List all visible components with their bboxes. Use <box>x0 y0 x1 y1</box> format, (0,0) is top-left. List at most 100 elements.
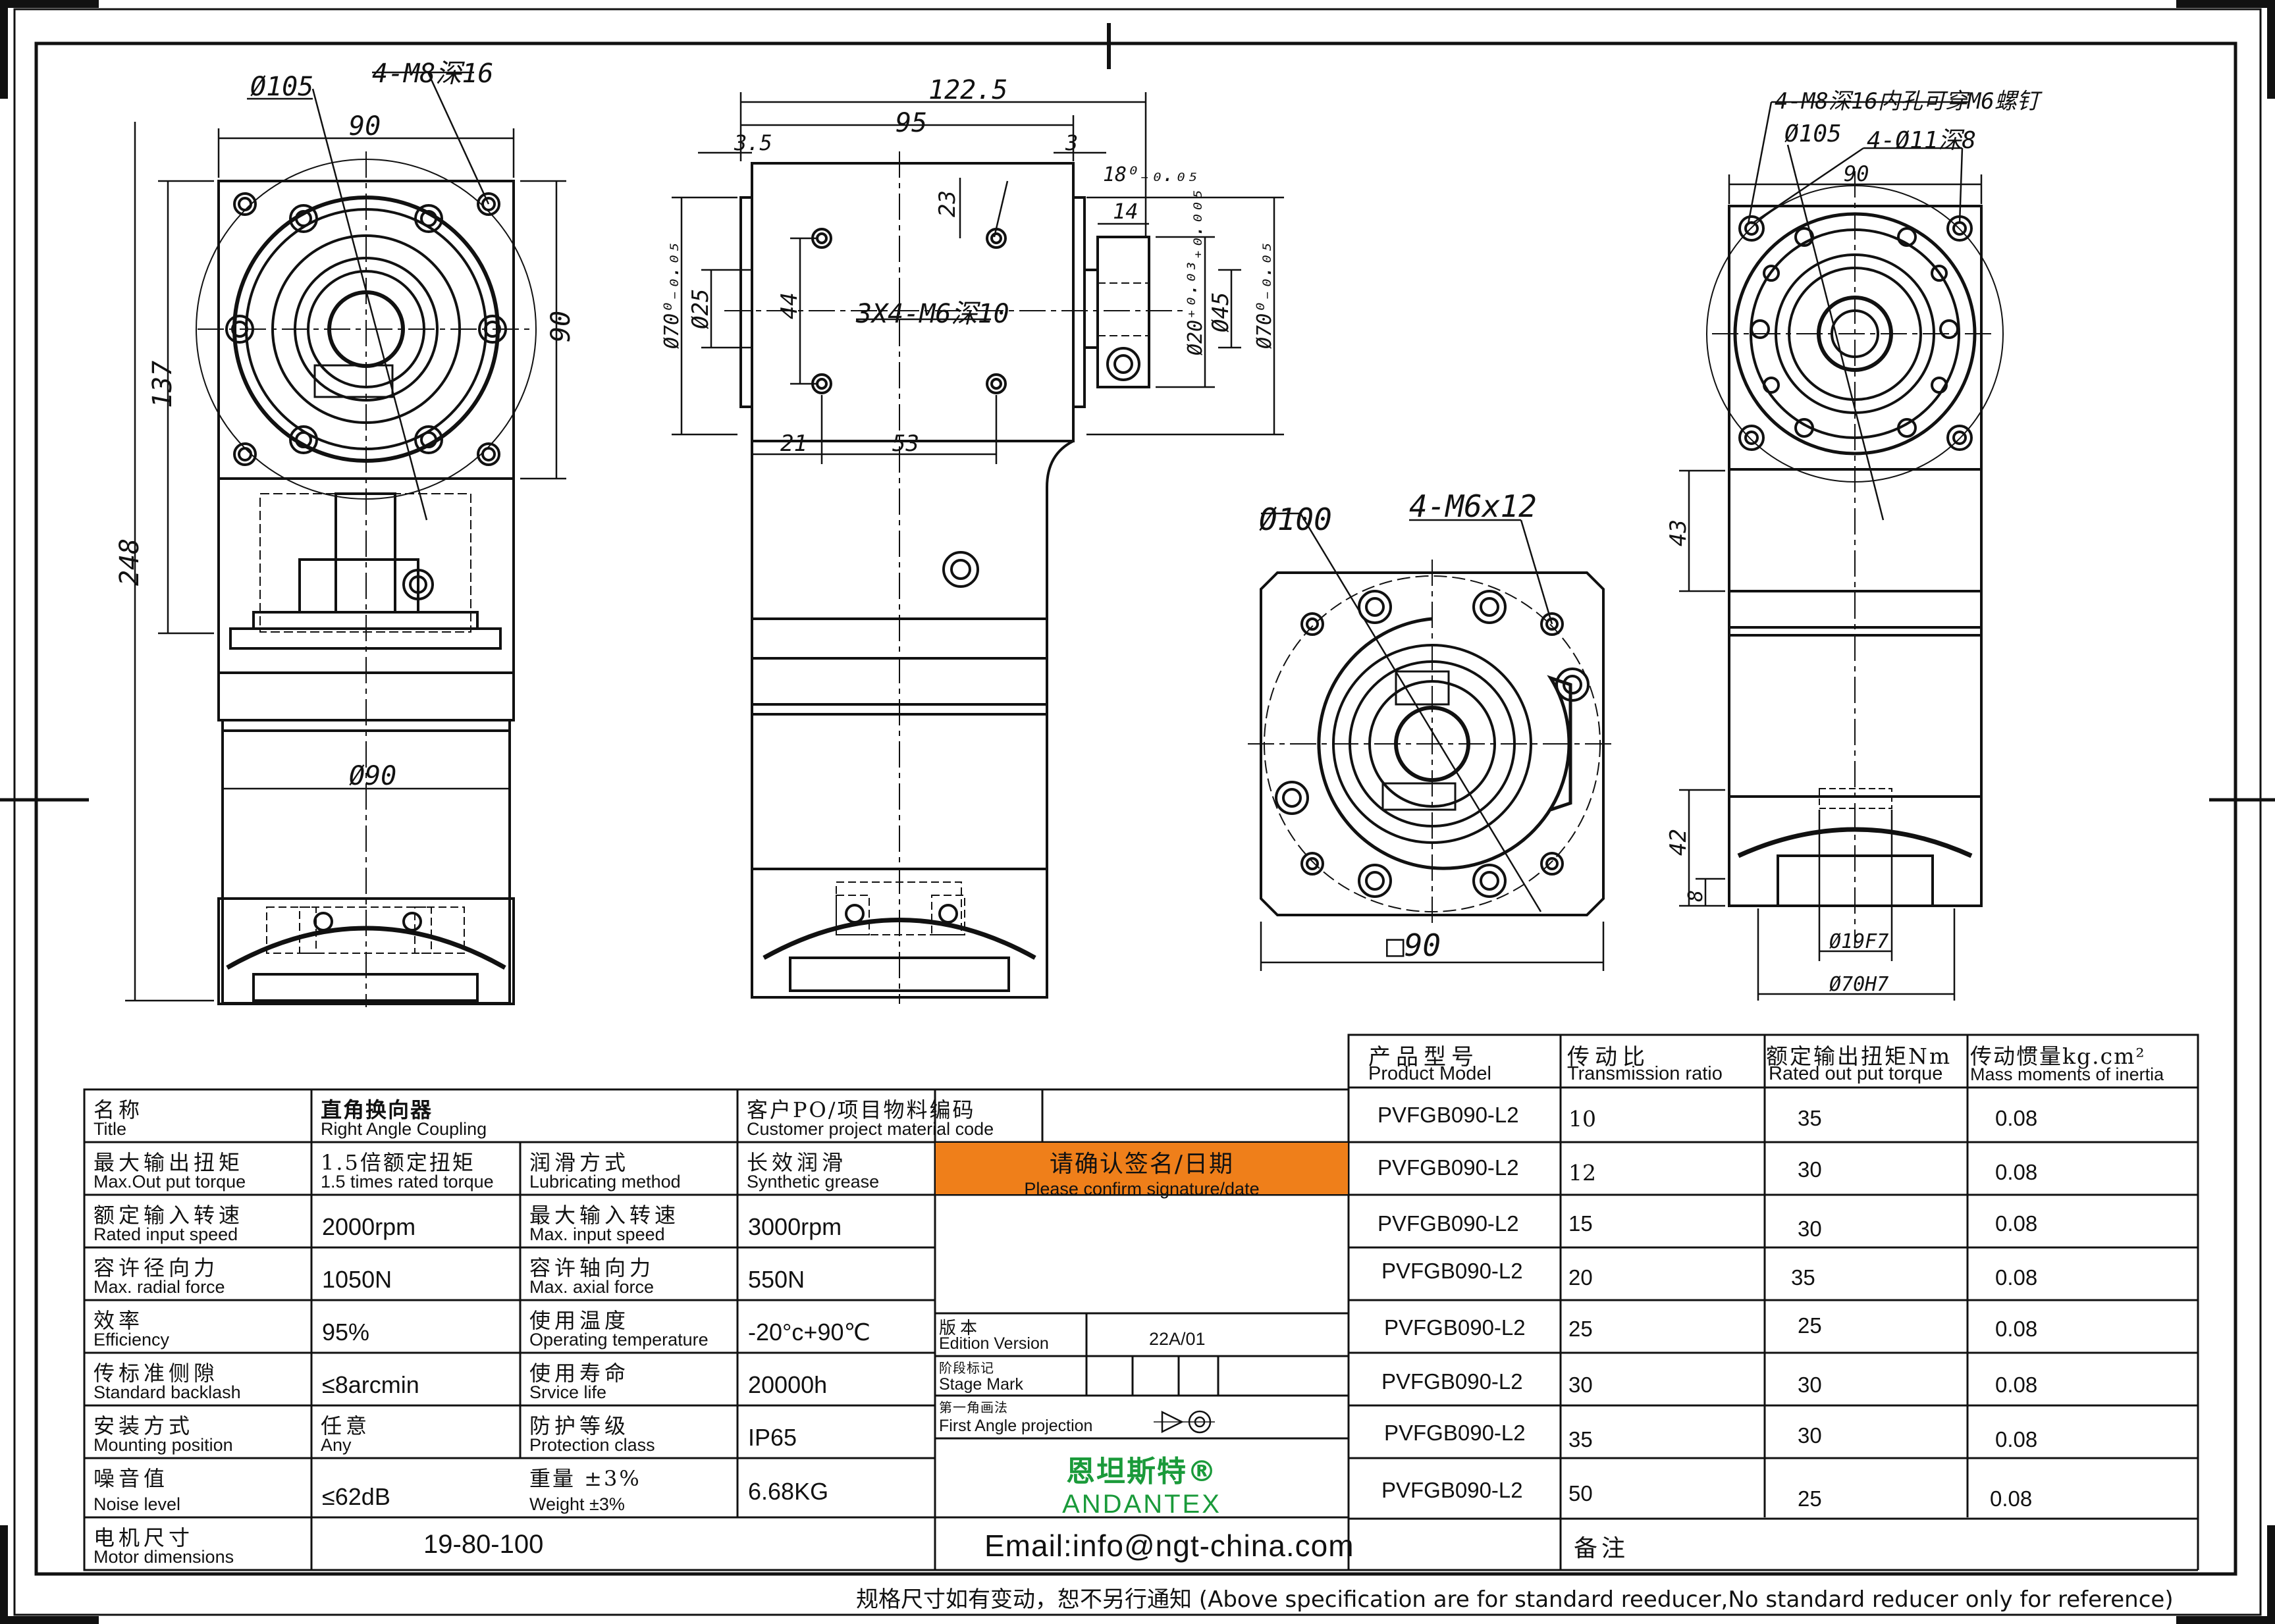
corner-tr-h <box>2176 0 2275 8</box>
spec-backlash-label: 传标准侧隙 Standard backlash <box>94 1361 241 1402</box>
contact-email[interactable]: Email:info@ngt-china.com <box>984 1529 1354 1563</box>
corner-br-h <box>2176 1616 2275 1624</box>
dim-front-d105: Ø105 <box>250 72 313 102</box>
table-grid <box>83 1034 2199 1571</box>
product-model: PVFGB090-L2 <box>1384 1421 1526 1445</box>
dim-front-h248: 248 <box>115 538 145 586</box>
spec-life-value: 20000h <box>748 1371 828 1398</box>
outer-border <box>13 8 2262 1616</box>
dim-right-w90: 90 <box>1844 161 1869 186</box>
stage-mark-label: 阶段标记 Stage Mark <box>939 1360 1023 1394</box>
front-view <box>125 71 566 1007</box>
product-inertia: 0.08 <box>1995 1427 2038 1452</box>
corner-br-v <box>2267 1525 2275 1624</box>
dim-front-h137: 137 <box>147 361 178 408</box>
dim-side-d20: Ø20⁺⁰·⁰³₊₀.₀₀₅ <box>1184 189 1207 355</box>
dim-side-w14: 14 <box>1113 199 1138 224</box>
footer-note: 规格尺寸如有变动，恕不另行通知 (Above specification are… <box>856 1586 2174 1613</box>
dim-right-holes: 4-M8深16内孔可穿M6螺钉 <box>1775 88 2043 115</box>
corner-bl-v <box>0 1525 8 1624</box>
spec-axial-value: 550N <box>748 1266 805 1293</box>
dim-side-thread: 3X4-M6深10 <box>855 299 1009 329</box>
dim-right-d19: Ø19F7 <box>1829 930 1888 953</box>
edition-value: 22A/01 <box>1149 1329 1206 1349</box>
product-ratio: 12 <box>1568 1160 1596 1186</box>
product-inertia: 0.08 <box>1995 1106 2038 1130</box>
product-torque: 30 <box>1798 1423 1822 1448</box>
spec-radial-label: 容许径向力 Max. radial force <box>94 1255 225 1297</box>
remark-field: 备注 <box>1574 1535 1630 1562</box>
spec-lub-value: 长效润滑 Synthetic grease <box>747 1150 880 1192</box>
product-ratio: 30 <box>1568 1373 1593 1397</box>
dim-right-h42: 42 <box>1665 829 1692 856</box>
spec-life-label: 使用寿命 Srvice life <box>529 1361 630 1402</box>
product-model: PVFGB090-L2 <box>1378 1103 1519 1127</box>
spec-lub-label: 润滑方式 Lubricating method <box>529 1150 681 1192</box>
spec-mount-label: 安装方式 Mounting position <box>94 1413 233 1455</box>
product-col-header-model: 产品型号 Product Model <box>1368 1044 1491 1084</box>
flange-view <box>1248 512 1617 971</box>
confirm-signature-box[interactable] <box>936 1143 1348 1194</box>
product-inertia: 0.08 <box>1995 1317 2038 1341</box>
spec-backlash-value: ≤8arcmin <box>322 1371 419 1398</box>
product-model: PVFGB090-L2 <box>1381 1369 1523 1394</box>
product-ratio: 10 <box>1568 1106 1596 1132</box>
product-model: PVFGB090-L2 <box>1384 1315 1526 1340</box>
product-ratio: 25 <box>1568 1317 1593 1341</box>
dim-right-d105: Ø105 <box>1784 120 1842 147</box>
dim-side-h23: 23 <box>934 190 961 217</box>
dim-flange-holes: 4-M6x12 <box>1409 488 1537 524</box>
spec-max-input-label: 最大输入转速 Max. input speed <box>529 1203 680 1244</box>
product-col-header-torque: 额定输出扭矩Nm Rated out put torque <box>1766 1043 1952 1084</box>
spec-max-input-value: 3000rpm <box>748 1213 842 1240</box>
projection-label: 第一角画法 First Angle projection <box>939 1400 1093 1435</box>
dim-front-h90: 90 <box>546 311 576 342</box>
product-model: PVFGB090-L2 <box>1378 1211 1519 1236</box>
dim-flange-d100: Ø100 <box>1259 502 1332 537</box>
product-col-header-inertia: 传动惯量kg.cm² Mass moments of inertia <box>1970 1043 2164 1084</box>
dim-side-d25: Ø25 <box>687 289 714 329</box>
corner-tl-h <box>0 0 99 8</box>
dim-side-w35: 3.5 <box>734 130 772 155</box>
spec-eff-label: 效率 Efficiency <box>94 1308 170 1349</box>
spec-rated-input-label: 额定输入转速 Rated input speed <box>94 1203 244 1244</box>
spec-torque-label: 最大输出扭矩 Max.Out put torque <box>94 1150 246 1192</box>
corner-bl-h <box>0 1616 99 1624</box>
dim-side-h44: 44 <box>776 292 803 319</box>
product-torque: 30 <box>1798 1373 1822 1397</box>
dim-side-d45: Ø45 <box>1208 292 1234 332</box>
product-torque: 35 <box>1798 1106 1822 1130</box>
product-torque: 25 <box>1798 1486 1822 1511</box>
dim-flange-sq90: □90 <box>1386 928 1441 963</box>
spec-torque-value: 1.5倍额定扭矩 1.5 times rated torque <box>321 1150 494 1192</box>
product-torque: 30 <box>1798 1217 1822 1241</box>
dim-side-d70b: Ø70⁰₋₀.₀₅ <box>1253 242 1276 349</box>
confirm-signature-label: 请确认签名/日期 Please confirm signature/date <box>1024 1151 1260 1199</box>
dim-front-holes: 4-M8深16 <box>372 59 494 89</box>
spec-customer-code: 客户PO/项目物料编码 Customer project material co… <box>747 1097 994 1139</box>
product-torque: 35 <box>1791 1265 1815 1290</box>
product-ratio: 15 <box>1568 1211 1593 1236</box>
spec-title-value: 直角换向器 Right Angle Coupling <box>321 1097 487 1139</box>
spec-axial-label: 容许轴向力 Max. axial force <box>529 1255 655 1297</box>
spec-radial-value: 1050N <box>322 1266 392 1293</box>
side-view <box>672 92 1284 1004</box>
dim-side-w21: 21 <box>780 431 807 457</box>
inner-border <box>34 41 2237 1576</box>
product-model: PVFGB090-L2 <box>1381 1478 1523 1502</box>
product-inertia: 0.08 <box>1995 1160 2038 1184</box>
dim-right-d11: 4-Ø11深8 <box>1867 127 1976 154</box>
spec-temp-label: 使用温度 Operating temperature <box>529 1308 709 1349</box>
product-ratio: 35 <box>1568 1427 1593 1452</box>
product-torque: 25 <box>1798 1313 1822 1338</box>
dim-side-w95: 95 <box>896 108 927 138</box>
product-col-header-ratio: 传动比 Transmission ratio <box>1567 1044 1723 1084</box>
product-inertia: 0.08 <box>1995 1211 2038 1236</box>
spec-motor-value: 19-80-100 <box>423 1530 544 1559</box>
product-torque: 30 <box>1798 1157 1822 1182</box>
dim-front-d90: Ø90 <box>349 761 396 791</box>
dim-side-w1225: 122.5 <box>928 75 1007 105</box>
spec-noise-label: 噪音值 Noise level <box>94 1466 181 1514</box>
